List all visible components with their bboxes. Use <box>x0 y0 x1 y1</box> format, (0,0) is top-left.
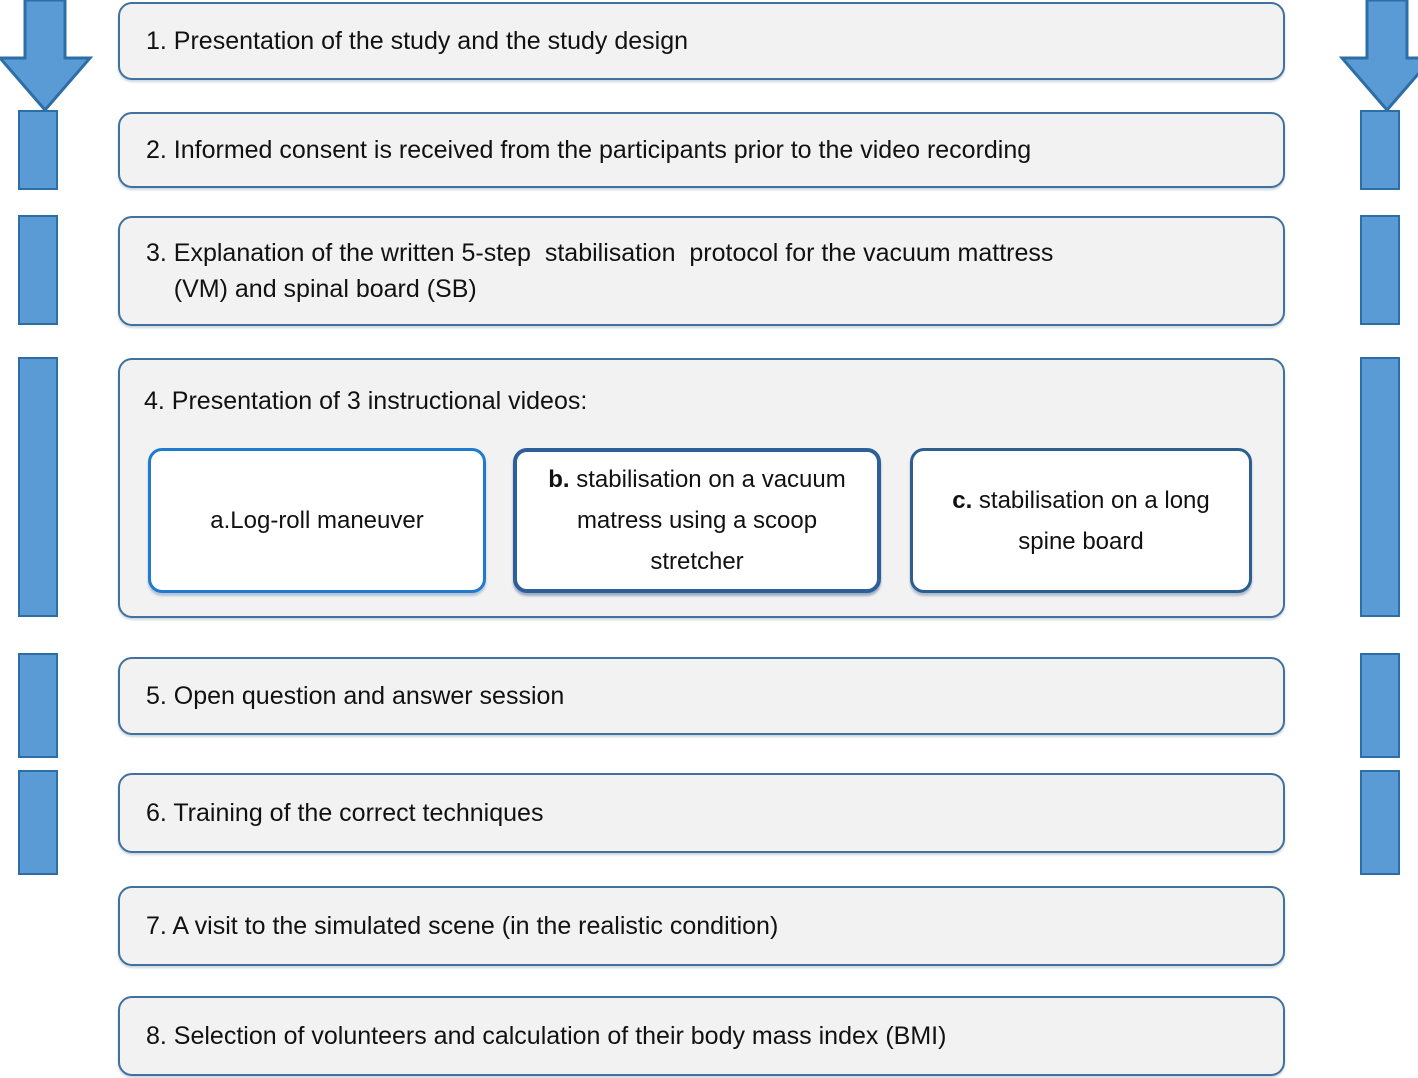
video-c-label: c. <box>952 486 973 514</box>
connector-segment <box>1360 215 1400 325</box>
video-box-c[interactable]: c. stabilisation on a long spine board <box>910 448 1252 593</box>
connector-segment <box>18 770 58 875</box>
video-a-label: a. <box>210 507 231 534</box>
video-a-text: Log-roll maneuver <box>230 507 424 534</box>
step-box-1: 1. Presentation of the study and the stu… <box>118 2 1285 80</box>
video-c-text: stabilisation on a long spine board <box>972 486 1210 555</box>
step-box-8: 8. Selection of volunteers and calculati… <box>118 996 1285 1076</box>
step-7-text: 7. A visit to the simulated scene (in th… <box>146 912 779 940</box>
connector-segment <box>1360 653 1400 758</box>
step-6-text: 6. Training of the correct techniques <box>146 799 544 827</box>
video-b-text: stabilisation on a vacuum matress using … <box>569 466 846 575</box>
step-box-3: 3. Explanation of the written 5-step sta… <box>118 216 1285 326</box>
connector-segment <box>18 357 58 617</box>
connector-segment <box>18 653 58 758</box>
connector-segment <box>1360 770 1400 875</box>
video-box-a[interactable]: a. Log-roll maneuver <box>148 448 486 593</box>
step-3-text: 3. Explanation of the written 5-step sta… <box>146 239 1054 303</box>
connector-segment <box>1360 110 1400 190</box>
down-arrow-icon <box>1338 0 1418 112</box>
step-box-7: 7. A visit to the simulated scene (in th… <box>118 886 1285 966</box>
step-8-text: 8. Selection of volunteers and calculati… <box>146 1022 947 1050</box>
connector-segment <box>18 110 58 190</box>
step-box-6: 6. Training of the correct techniques <box>118 773 1285 853</box>
video-box-b[interactable]: b. stabilisation on a vacuum matress usi… <box>513 448 881 593</box>
step-4-heading: 4. Presentation of 3 instructional video… <box>144 387 588 415</box>
connector-segment <box>1360 357 1400 617</box>
left-connector-column <box>0 0 110 1078</box>
step-box-2: 2. Informed consent is received from the… <box>118 112 1285 188</box>
step-box-5: 5. Open question and answer session <box>118 657 1285 735</box>
step-1-text: 1. Presentation of the study and the stu… <box>146 27 689 55</box>
step-5-text: 5. Open question and answer session <box>146 682 565 710</box>
step-2-text: 2. Informed consent is received from the… <box>146 136 1032 164</box>
right-connector-column <box>1308 0 1418 1078</box>
down-arrow-icon <box>0 0 94 112</box>
connector-segment <box>18 215 58 325</box>
video-b-label: b. <box>548 466 570 493</box>
